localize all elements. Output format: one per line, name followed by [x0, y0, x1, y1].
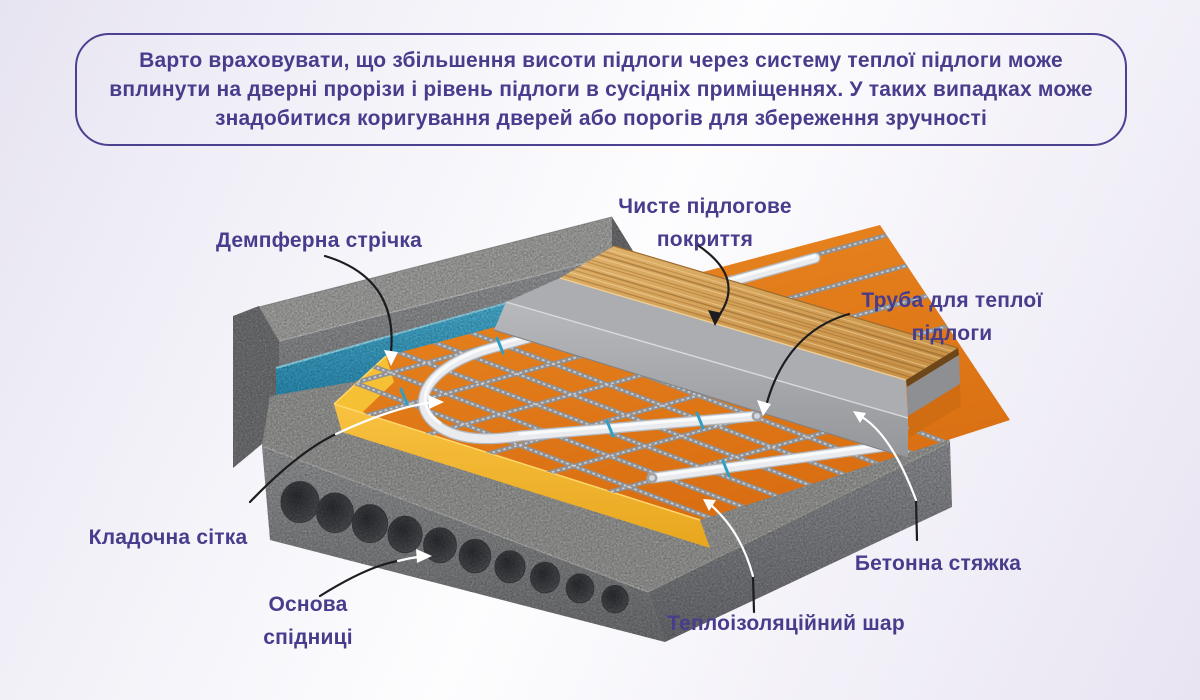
note-callout: Варто враховувати, що збільшення висоти … [75, 33, 1127, 146]
label-floor-covering: Чисте підлогове покриття [618, 195, 792, 251]
pipe-ties [399, 336, 731, 478]
annotation-arrows [248, 242, 919, 614]
label-masonry-mesh: Кладочна сітка [88, 526, 248, 549]
heating-pipe [399, 252, 908, 484]
concrete-screed [493, 278, 909, 459]
note-line-2: вплинути на дверні прорізи і рівень підл… [109, 78, 1093, 101]
label-heating-pipe: Труба для теплої підлоги [861, 289, 1043, 345]
label-insulation-layer: Теплоізоляційний шар [667, 612, 905, 635]
label-concrete-screed: Бетонна стяжка [854, 552, 1022, 575]
label-slab-base: Основа спідниці [263, 593, 353, 649]
label-damper-tape: Демпферна стрічка [215, 229, 423, 252]
note-line-1: Варто враховувати, що збільшення висоти … [139, 49, 1063, 72]
floor-covering [559, 245, 959, 381]
note-line-3: знадобитися коригування дверей або порог… [214, 107, 988, 130]
right-end-stack [906, 348, 961, 438]
